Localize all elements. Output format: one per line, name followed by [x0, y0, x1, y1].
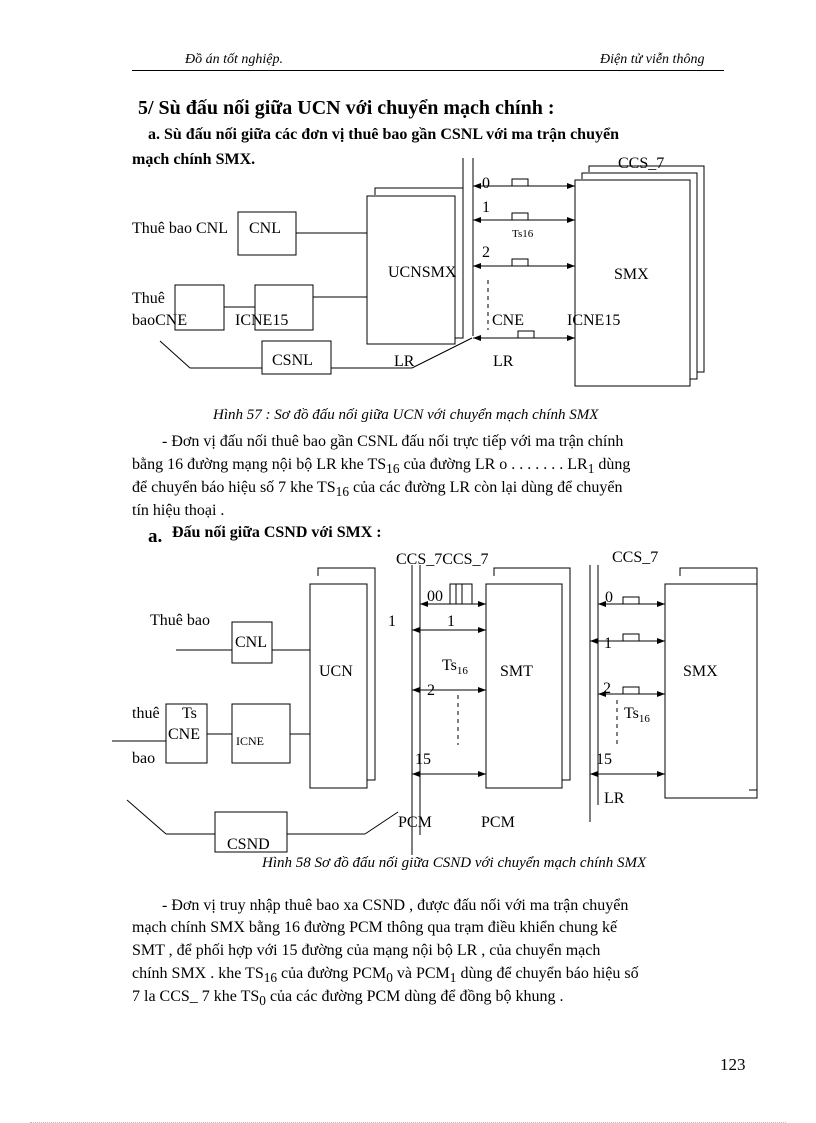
fig58-lr-label: LR: [604, 790, 625, 807]
para2-line4-b: của đường PCM: [277, 965, 387, 982]
fig58-line-15-label: 15: [415, 751, 431, 768]
fig58-lr-line-1-label: 1: [604, 635, 612, 652]
fig57-ts16-label: Ts16: [512, 228, 534, 240]
fig57-ccs7-label: CCS_7: [618, 155, 664, 172]
fig57-ucnsmx-box: [366, 195, 456, 345]
para2-line4-s1: 16: [263, 970, 278, 986]
fig58-cnl-label: CNL: [235, 634, 267, 651]
fig57-ucnsmx-label: UCNSMX: [388, 264, 457, 281]
fig57-cnl-label: CNL: [249, 220, 281, 237]
para1-line2: bằng 16 đường mạng nội bộ LR khe TS16 củ…: [132, 454, 630, 480]
fig58-icne-label: ICNE: [236, 734, 264, 748]
page-number: 123: [720, 1055, 746, 1074]
fig58-lr-line-0-label: 0: [605, 589, 613, 606]
subsection-a1-line2: mạch chính SMX.: [132, 151, 256, 168]
para2-line5-s1: 0: [259, 993, 266, 1009]
fig58-ts-label: Ts: [182, 705, 197, 722]
fig58-cnl-box: [231, 621, 273, 664]
fig58-caption: Hình 58 Sơ đồ đấu nối giữa CSND với chuy…: [262, 855, 647, 871]
fig58-left-1-label: 1: [388, 613, 396, 630]
fig57-icne15-right-label: ICNE15: [567, 312, 620, 329]
fig58-ucn-label: UCN: [319, 663, 353, 680]
para1-line3-a: để chuyển báo hiệu số 7 khe TS: [132, 479, 336, 496]
fig57-smx-label: SMX: [614, 266, 649, 283]
fig58-lr-line-2-label: 2: [603, 680, 611, 697]
subsection-a2-title: Đấu nối giữa CSND với SMX :: [172, 524, 382, 541]
fig57-csnl-label: CSNL: [272, 352, 313, 369]
fig57-csnl-box: [261, 340, 332, 375]
fig58-lr-line-15-label: 15: [596, 751, 612, 768]
fig57-lr-label-2: LR: [493, 353, 514, 370]
para2-line5: 7 la CCS_ 7 khe TS0 của các đường PCM dù…: [132, 986, 564, 1012]
para1-line4: tín hiệu thoại .: [132, 502, 225, 519]
fig58-smt-box: [485, 583, 563, 789]
para1-line2-c: dùng: [594, 456, 631, 473]
fig57-cne-label: CNE: [492, 312, 524, 329]
header-right: Điện tử viễn thông: [600, 52, 705, 67]
fig57-line-0-label: 0: [482, 175, 490, 192]
para2-line1: - Đơn vị truy nhập thuê bao xa CSND , đư…: [162, 897, 629, 914]
fig57-smx-box: [574, 179, 691, 387]
fig58-csnd-label: CSND: [227, 836, 270, 853]
para1-line1: - Đơn vị đấu nối thuê bao gần CSNL đấu n…: [162, 433, 624, 450]
para2-line4-a: chính SMX . khe TS: [132, 965, 264, 982]
fig58-smx-label: SMX: [683, 663, 718, 680]
fig58-ccs7-pair-label: CCS_7CCS_7: [396, 551, 488, 568]
para2-line4: chính SMX . khe TS16 của đường PCM0 và P…: [132, 963, 639, 989]
para2-line2: mạch chính SMX bằng 16 đường PCM thông q…: [132, 919, 618, 936]
fig58-line-2-label: 2: [427, 682, 435, 699]
fig58-line-00-label: 00: [427, 588, 443, 605]
para2-line5-a: 7 la CCS_ 7 khe TS: [132, 988, 260, 1005]
subsection-a1-line1: a. Sù đấu nối giữa các đơn vị thuê bao g…: [148, 126, 619, 143]
fig58-pcm-label-2: PCM: [481, 814, 515, 831]
header-rule: [132, 70, 724, 71]
para1-line3-b: của các đường LR còn lại dùng để chuyển: [349, 479, 623, 496]
fig58-ts16-b-label: Ts16: [624, 705, 650, 725]
fig57-icne15-left-label: ICNE15: [235, 312, 288, 329]
para1-line3: để chuyển báo hiệu số 7 khe TS16 của các…: [132, 477, 622, 503]
para1-line3-sub: 16: [335, 484, 349, 500]
para2-line4-d: dùng để chuyển báo hiệu số: [456, 965, 639, 982]
fig58-csnd-box: [214, 811, 288, 853]
fig58-ucn-box: [309, 583, 368, 789]
para1-line2-a: bằng 16 đường mạng nội bộ LR khe TS: [132, 456, 387, 473]
fig57-thue-bao-cnl-label: Thuê bao CNL: [132, 220, 228, 237]
figure-57-diagram: CCS_7 Thuê bao CNL CNL Thuê baoCNE ICNE1…: [132, 155, 705, 387]
fig57-bao-cne-label: baoCNE: [132, 312, 187, 329]
para2-line4-s2: 0: [386, 970, 393, 986]
subsection-a2-marker: a.: [148, 526, 163, 547]
para2-line3: SMT , để phối hợp với 15 đường của mạng …: [132, 942, 601, 959]
fig58-cne-label: CNE: [168, 726, 200, 743]
fig58-line-1-label: 1: [447, 613, 455, 630]
para1-line2-sub2: 1: [587, 461, 595, 477]
fig58-smx-box: [664, 583, 758, 799]
fig58-ccs7-label: CCS_7: [612, 549, 658, 566]
fig58-smt-label: SMT: [500, 663, 533, 680]
para1-line2-sub: 16: [386, 461, 400, 477]
header-left: Đồ án tốt nghiệp.: [185, 52, 283, 67]
fig58-bao-label: bao: [132, 750, 155, 767]
fig57-smx-back-2: [588, 165, 705, 373]
fig57-caption: Hình 57 : Sơ đồ đấu nối giữa UCN với chu…: [213, 407, 599, 423]
fig57-smx-back-1: [581, 172, 698, 380]
fig57-line-2-label: 2: [482, 244, 490, 261]
fig58-thue-bao-label: Thuê bao: [150, 612, 210, 629]
para2-line4-s3: 1: [449, 970, 457, 986]
fig57-thue-label: Thuê: [132, 290, 165, 307]
para1-line2-b: của đường LR o . . . . . . . LR: [399, 456, 588, 473]
fig57-line-1-label: 1: [482, 199, 490, 216]
fig58-pcm-label-1: PCM: [398, 814, 432, 831]
fig58-ts16-a-label: Ts16: [442, 657, 468, 677]
para2-line4-c: và PCM: [392, 965, 450, 982]
section-title: 5/ Sù đấu nối giữa UCN với chuyển mạch c…: [138, 97, 555, 119]
fig57-lr-label-1: LR: [394, 353, 415, 370]
para2-line5-b: của các đường PCM dùng để đồng bộ khung …: [265, 988, 564, 1005]
fig58-thue-label: thuê: [132, 705, 160, 722]
